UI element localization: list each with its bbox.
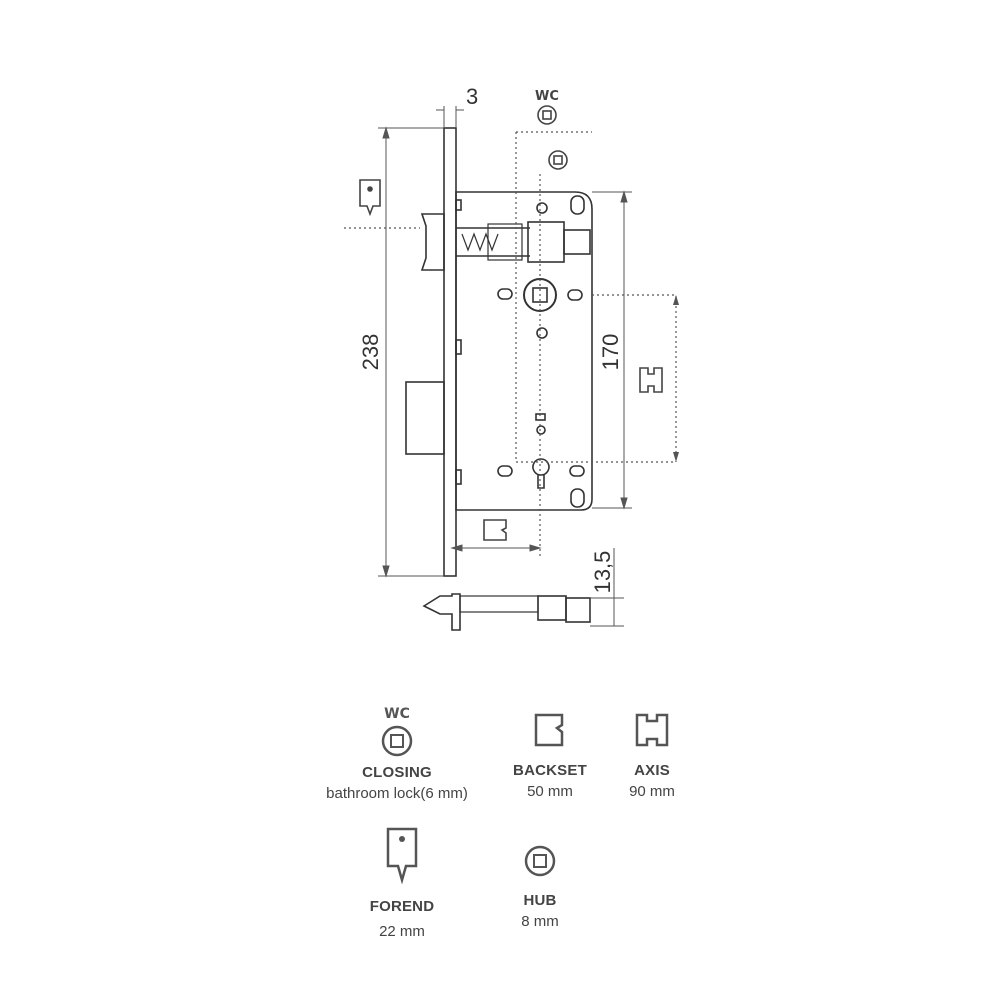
legend-backset: BACKSET 50 mm (450, 712, 650, 800)
hub-icon (548, 150, 568, 170)
legend-axis-value: 90 mm (629, 783, 675, 800)
latch-bolt (420, 213, 445, 271)
backset-icon (483, 519, 507, 541)
legend-closing: WC CLOSING bathroom lock(6 mm) (297, 706, 497, 802)
legend-forend-value: 22 mm (379, 923, 425, 940)
dim-height: 238 (358, 334, 383, 371)
legend-axis: AXIS 90 mm (552, 712, 752, 800)
wc-label: WC (535, 89, 559, 104)
backset-icon (534, 713, 564, 747)
wc-spindle (422, 593, 461, 631)
wc-turn-icon (381, 725, 413, 757)
faceplate (443, 127, 457, 577)
dim-faceplate-thickness: 3 (466, 84, 478, 109)
forend-icon (386, 827, 418, 884)
legend-wc-label: WC (384, 706, 410, 722)
legend-hub-value: 8 mm (521, 913, 559, 930)
axis-icon (635, 713, 669, 747)
legend-forend: FOREND 22 mm (302, 826, 502, 940)
dim-hole-spacing: 170 (598, 334, 623, 371)
legend-closing-title: CLOSING (362, 764, 432, 781)
forend-icon (359, 179, 381, 217)
legend-backset-value: 50 mm (527, 783, 573, 800)
legend-hub: HUB 8 mm (440, 844, 640, 930)
legend-axis-title: AXIS (634, 762, 670, 779)
legend-hub-title: HUB (523, 892, 557, 909)
dim-spindle: 13,5 (590, 551, 615, 594)
keyhole (532, 458, 550, 489)
deadbolt (405, 381, 445, 455)
lock-body (455, 191, 593, 511)
hub-icon (524, 845, 556, 877)
legend-backset-title: BACKSET (513, 762, 587, 779)
axis-icon (639, 367, 663, 393)
lock-technical-drawing: 3 238 170 13,5 WC (344, 84, 679, 631)
wc-turn-icon (537, 105, 557, 125)
legend-forend-title: FOREND (369, 898, 435, 915)
legend-closing-value: bathroom lock(6 mm) (326, 785, 468, 802)
